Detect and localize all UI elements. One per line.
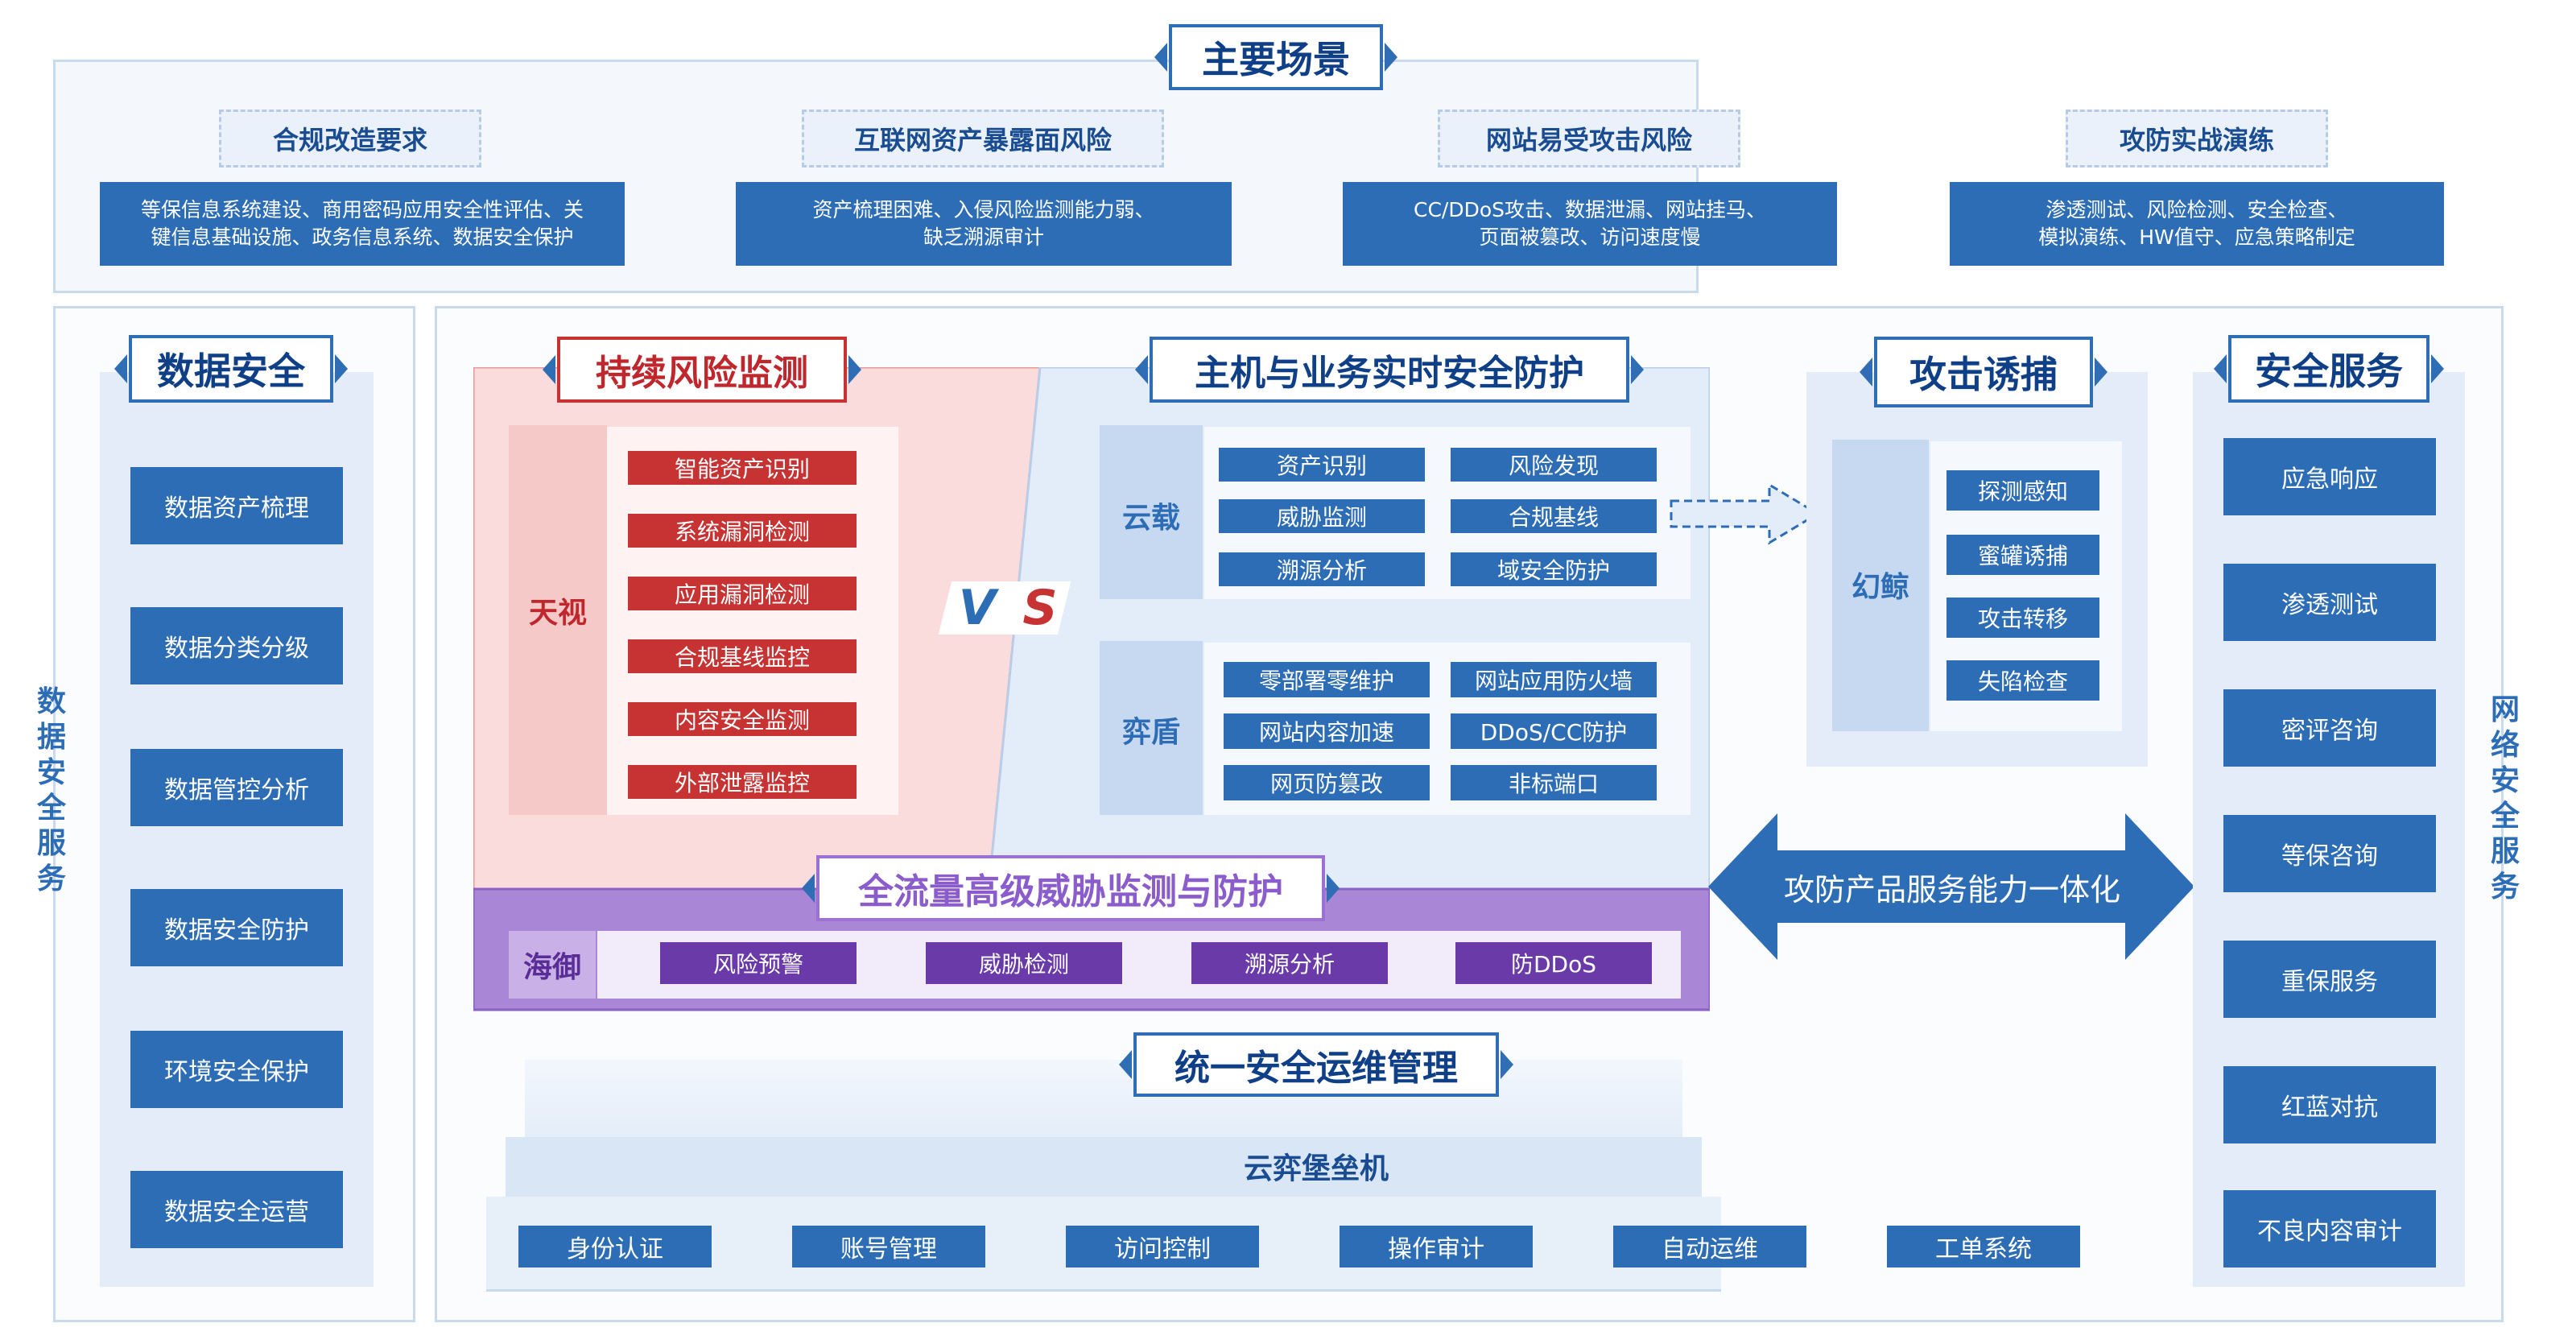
full-traffic-item-1: 风险预警 bbox=[660, 942, 857, 984]
yunzai-item-2: 风险发现 bbox=[1451, 448, 1657, 482]
vs-s: S bbox=[1022, 580, 1058, 636]
scenarios-title: 主要场景 bbox=[1169, 24, 1383, 90]
security-service-item-3: 密评咨询 bbox=[2223, 689, 2436, 767]
ops-item-6: 工单系统 bbox=[1887, 1226, 2080, 1267]
attack-trap-product-box bbox=[1832, 440, 1929, 731]
scenario-1-line1: 等保信息系统建设、商用密码应用安全性评估、关 bbox=[140, 198, 584, 221]
double-arrow-icon bbox=[1708, 813, 2194, 960]
full-traffic-item-2: 威胁检测 bbox=[926, 942, 1122, 984]
security-service-item-2: 渗透测试 bbox=[2223, 564, 2436, 641]
attack-trap-item-3: 攻击转移 bbox=[1946, 598, 2099, 638]
monitoring-item-2: 系统漏洞检测 bbox=[628, 514, 857, 548]
data-security-item-5: 环境安全保护 bbox=[130, 1031, 343, 1108]
full-traffic-title: 全流量高级威胁监测与防护 bbox=[816, 855, 1325, 921]
vs-v: V bbox=[958, 580, 997, 636]
yidun-item-5: 网页防篡改 bbox=[1224, 765, 1430, 800]
security-service-item-5: 重保服务 bbox=[2223, 941, 2436, 1018]
data-security-item-1: 数据资产梳理 bbox=[130, 467, 343, 544]
scenario-3-line2: 页面被篡改、访问速度慢 bbox=[1479, 225, 1701, 249]
monitoring-item-1: 智能资产识别 bbox=[628, 451, 857, 485]
scenario-4-line2: 模拟演练、HW值守、应急策略制定 bbox=[2038, 225, 2355, 249]
monitoring-title: 持续风险监测 bbox=[557, 337, 847, 403]
security-service-title: 安全服务 bbox=[2228, 335, 2429, 403]
scenario-2-title: 互联网资产暴露面风险 bbox=[802, 110, 1164, 167]
data-security-item-3: 数据管控分析 bbox=[130, 749, 343, 826]
scenario-4-line1: 渗透测试、风险检测、安全检查、 bbox=[2046, 198, 2348, 221]
attack-trap-title: 攻击诱捕 bbox=[1874, 337, 2093, 407]
scenario-3-body: CC/DDoS攻击、数据泄漏、网站挂马、 页面被篡改、访问速度慢 bbox=[1343, 182, 1837, 266]
yidun-label: 弈盾 bbox=[1121, 716, 1180, 749]
full-traffic-product-box bbox=[509, 931, 596, 999]
bastion-label: 云弈堡垒机 bbox=[1243, 1152, 1389, 1185]
scenario-4-body: 渗透测试、风险检测、安全检查、 模拟演练、HW值守、应急策略制定 bbox=[1950, 182, 2444, 266]
yunzai-item-4: 合规基线 bbox=[1451, 499, 1657, 533]
attack-trap-product-label: 幻鲸 bbox=[1851, 571, 1909, 604]
scenario-3-title: 网站易受攻击风险 bbox=[1438, 110, 1740, 167]
ops-item-1: 身份认证 bbox=[518, 1226, 712, 1267]
yunzai-item-1: 资产识别 bbox=[1219, 448, 1425, 482]
yidun-item-2: 网站应用防火墙 bbox=[1451, 662, 1657, 697]
yidun-item-6: 非标端口 bbox=[1451, 765, 1657, 800]
data-security-item-6: 数据安全运营 bbox=[130, 1171, 343, 1248]
monitoring-items-box bbox=[607, 427, 898, 815]
host-protection-title: 主机与业务实时安全防护 bbox=[1150, 337, 1629, 403]
ops-item-4: 操作审计 bbox=[1340, 1226, 1533, 1267]
security-service-item-1: 应急响应 bbox=[2223, 438, 2436, 515]
monitoring-item-3: 应用漏洞检测 bbox=[628, 577, 857, 610]
yunzai-item-3: 威胁监测 bbox=[1219, 499, 1425, 533]
integration-label: 攻防产品服务能力一体化 bbox=[1783, 871, 2120, 908]
security-service-item-6: 红蓝对抗 bbox=[2223, 1066, 2436, 1143]
security-service-item-4: 等保咨询 bbox=[2223, 815, 2436, 892]
dashed-arrow-right-icon bbox=[1670, 482, 1820, 545]
scenario-1-body: 等保信息系统建设、商用密码应用安全性评估、关 键信息基础设施、政务信息系统、数据… bbox=[100, 182, 625, 266]
attack-trap-item-1: 探测感知 bbox=[1946, 470, 2099, 511]
monitoring-item-4: 合规基线监控 bbox=[628, 639, 857, 673]
yunzai-item-6: 域安全防护 bbox=[1451, 552, 1657, 586]
yidun-item-3: 网站内容加速 bbox=[1224, 713, 1430, 749]
data-security-item-2: 数据分类分级 bbox=[130, 607, 343, 684]
data-security-side-label: 数据安全服务 bbox=[36, 685, 66, 895]
scenario-1-line2: 键信息基础设施、政务信息系统、数据安全保护 bbox=[151, 225, 574, 249]
monitoring-product-label: 天视 bbox=[528, 597, 587, 630]
ops-item-5: 自动运维 bbox=[1613, 1226, 1806, 1267]
monitoring-product-box bbox=[509, 425, 607, 815]
full-traffic-item-4: 防DDoS bbox=[1455, 942, 1652, 984]
data-security-title: 数据安全 bbox=[129, 335, 333, 403]
scenario-1-title: 合规改造要求 bbox=[219, 110, 481, 167]
yidun-item-1: 零部署零维护 bbox=[1224, 662, 1430, 697]
security-service-side-label: 网络安全服务 bbox=[2490, 693, 2520, 904]
yidun-label-box bbox=[1100, 641, 1203, 815]
yidun-item-4: DDoS/CC防护 bbox=[1451, 713, 1657, 749]
attack-trap-item-4: 失陷检查 bbox=[1946, 660, 2099, 701]
scenario-4-title: 攻防实战演练 bbox=[2066, 110, 2328, 167]
ops-platform-band bbox=[506, 1137, 1702, 1197]
ops-title: 统一安全运维管理 bbox=[1133, 1032, 1499, 1097]
scenario-2-body: 资产梳理困难、入侵风险监测能力弱、 缺乏溯源审计 bbox=[736, 182, 1232, 266]
full-traffic-product-label: 海御 bbox=[522, 951, 581, 984]
yunzai-label-box bbox=[1100, 425, 1203, 599]
ops-item-3: 访问控制 bbox=[1066, 1226, 1259, 1267]
scenario-2-line1: 资产梳理困难、入侵风险监测能力弱、 bbox=[812, 198, 1155, 221]
full-traffic-item-3: 溯源分析 bbox=[1191, 942, 1388, 984]
monitoring-item-6: 外部泄露监控 bbox=[628, 765, 857, 799]
attack-trap-item-2: 蜜罐诱捕 bbox=[1946, 535, 2099, 575]
scenario-3-line1: CC/DDoS攻击、数据泄漏、网站挂马、 bbox=[1413, 198, 1766, 221]
security-service-item-7: 不良内容审计 bbox=[2223, 1190, 2436, 1267]
scenario-2-line2: 缺乏溯源审计 bbox=[923, 225, 1044, 249]
yunzai-item-5: 溯源分析 bbox=[1219, 552, 1425, 586]
yunzai-label: 云载 bbox=[1121, 502, 1180, 535]
monitoring-item-5: 内容安全监测 bbox=[628, 702, 857, 736]
data-security-item-4: 数据安全防护 bbox=[130, 889, 343, 966]
ops-item-2: 账号管理 bbox=[792, 1226, 985, 1267]
